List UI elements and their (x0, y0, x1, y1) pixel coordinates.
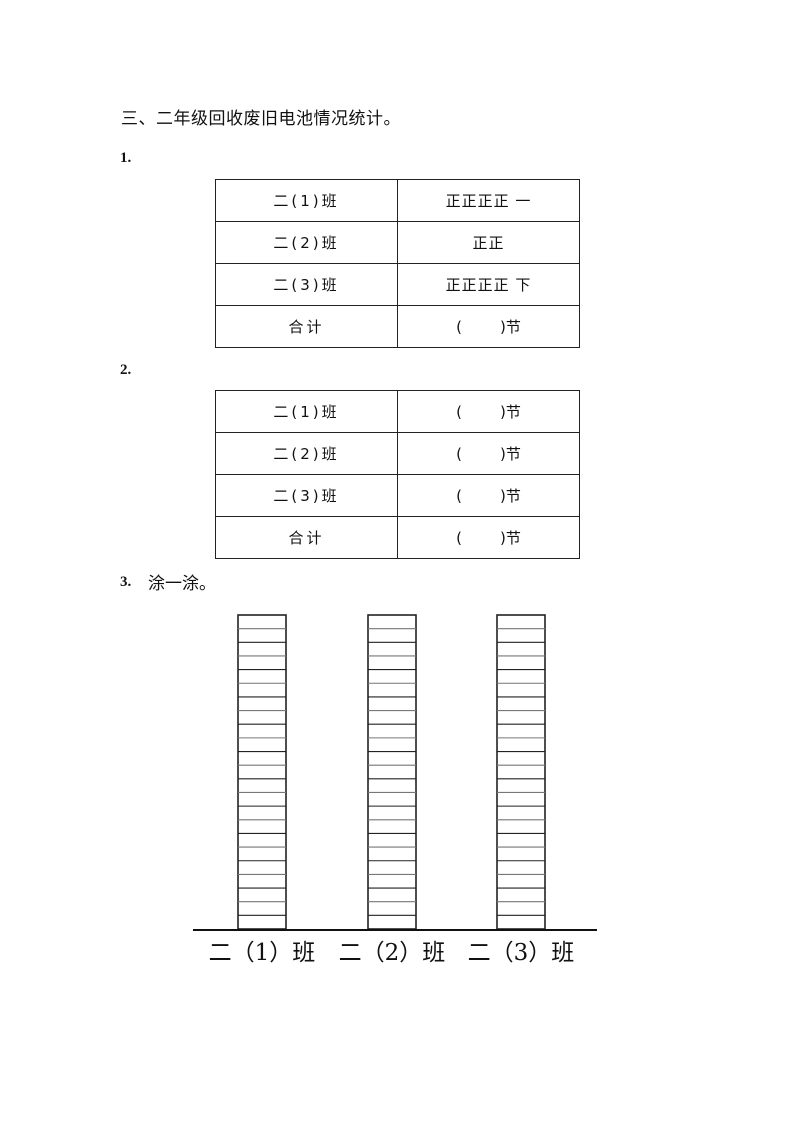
question-2-number: 2. (120, 362, 132, 378)
question-1-table: 二(1)班 正正正正 一 二(2)班 正正 二(3)班 正正正正 下 合计 ( … (215, 179, 580, 348)
class-name-cell: 二(1)班 (273, 192, 340, 210)
class-name-cell: 二(2)班 (273, 445, 340, 463)
class-name-cell: 二(2)班 (273, 234, 340, 252)
chart-column[interactable] (237, 614, 287, 930)
table-row: 二(2)班 ( )节 (215, 432, 580, 475)
x-tick-label: 二（3）班 (468, 940, 575, 966)
tally-cell: 正正正正 下 (445, 276, 532, 294)
column-outline (367, 614, 417, 930)
answer-blank[interactable]: ( )节 (456, 445, 521, 463)
question-3-number: 3. (120, 574, 132, 590)
tally-cell: 正正正正 一 (445, 192, 532, 210)
table-row: 二(3)班 正正正正 下 (215, 263, 580, 306)
table-row: 二(1)班 ( )节 (215, 390, 580, 433)
question-2-table: 二(1)班 ( )节 二(2)班 ( )节 二(3)班 ( )节 合计 ( )节 (215, 390, 580, 559)
table-row: 二(1)班 正正正正 一 (215, 179, 580, 222)
column-outline (237, 614, 287, 930)
chart-column[interactable] (367, 614, 417, 930)
question-1-number: 1. (120, 150, 132, 166)
column-outline (496, 614, 546, 930)
question-3-instruction: 涂一涂。 (148, 574, 216, 594)
class-name-cell: 二(1)班 (273, 403, 340, 421)
answer-blank[interactable]: ( )节 (456, 318, 521, 336)
total-label-cell: 合计 (288, 529, 325, 547)
table-row: 合计 ( )节 (215, 305, 580, 348)
chart-column[interactable] (496, 614, 546, 930)
total-label-cell: 合计 (288, 318, 325, 336)
x-tick-label: 二（1）班 (209, 940, 316, 966)
table-row: 合计 ( )节 (215, 516, 580, 559)
table-row: 二(3)班 ( )节 (215, 474, 580, 517)
section-heading: 三、二年级回收废旧电池情况统计。 (121, 109, 401, 129)
table-row: 二(2)班 正正 (215, 221, 580, 264)
answer-blank[interactable]: ( )节 (456, 487, 521, 505)
class-name-cell: 二(3)班 (273, 487, 340, 505)
x-tick-label: 二（2）班 (339, 940, 446, 966)
answer-blank[interactable]: ( )节 (456, 403, 521, 421)
answer-blank[interactable]: ( )节 (456, 529, 521, 547)
tally-cell: 正正 (472, 234, 505, 252)
class-name-cell: 二(3)班 (273, 276, 340, 294)
